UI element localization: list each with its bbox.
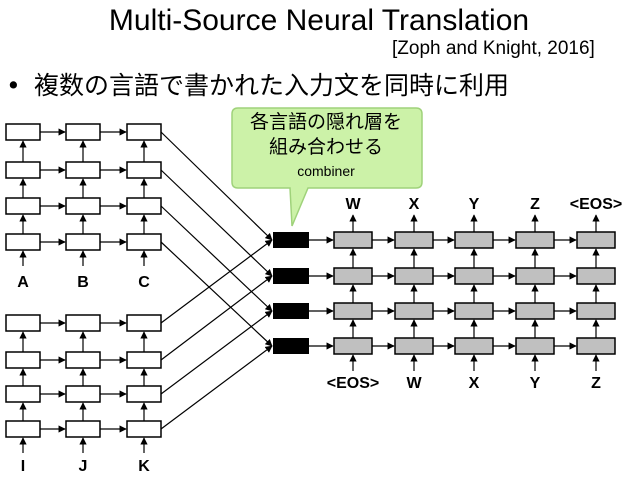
decoder-hidden-cell [576,337,616,355]
decoder-hidden-cell [454,231,494,249]
decoder-input-label: Y [530,375,541,392]
top-to-combiner-arrow [160,205,273,312]
decoder-hidden-cell [394,231,434,249]
decoder-output-label: Y [469,196,480,213]
encoder-top-hidden-cell [65,123,101,141]
encoder-top-input-label: C [138,274,150,291]
encoder-top-input-label: B [77,274,89,291]
encoder-bottom-hidden-cell [126,385,162,403]
callout-line-3: combiner [297,163,355,179]
decoder-hidden-cell [454,302,494,320]
slide-title: Multi-Source Neural Translation [108,4,530,37]
encoder-top-hidden-cell [65,161,101,179]
encoder-bottom-input-label: K [138,458,150,475]
top-to-combiner-arrow [160,169,273,277]
encoder-top-hidden-cell [5,123,41,141]
encoder-top-hidden-cell [126,123,162,141]
decoder-grid [309,214,616,371]
encoder-top: A B C [5,123,162,291]
encoder-bottom-hidden-cell [126,420,162,438]
encoder-bottom-hidden-cell [5,385,41,403]
decoder-output-label: W [345,196,361,213]
bottom-to-combiner-arrow [160,310,273,395]
encoder-bottom-input-label: I [21,458,25,475]
bottom-to-combiner-arrow [160,345,273,430]
decoder-hidden-cell [576,267,616,285]
encoder-to-combiner-connections [160,131,273,430]
bottom-to-combiner-arrow [160,239,273,324]
decoder-output-label: Z [530,196,540,213]
decoder-input-label: Z [591,375,601,392]
encoder-bottom: I J K [5,314,162,475]
encoder-bottom-hidden-cell [65,385,101,403]
decoder-hidden-cell [515,267,555,285]
encoder-bottom-hidden-cell [5,420,41,438]
decoder-input-label: X [469,375,480,392]
decoder-input-label: <EOS> [327,375,379,392]
combiner-cell [273,268,309,284]
decoder-hidden-cell [394,267,434,285]
decoder-hidden-cell [454,267,494,285]
decoder-hidden-cell [576,231,616,249]
decoder-output-label: <EOS> [570,196,622,213]
encoder-bottom-hidden-cell [65,420,101,438]
encoder-top-hidden-cell [126,233,162,251]
decoder-hidden-cell [454,337,494,355]
callout-line-2: 組み合わせる [268,136,383,158]
decoder-hidden-cell [515,231,555,249]
callout-text: 各言語の隠れ層を 組み合わせる combiner [232,110,420,182]
encoder-bottom-hidden-cell [5,314,41,332]
bullet-point: • 複数の言語で書かれた入力文を同時に利用 [6,66,509,102]
encoder-bottom-hidden-cell [126,351,162,369]
combiner-cell [273,232,309,248]
bottom-to-combiner-arrow [160,275,273,361]
token-labels: W <EOS> X W Y X Z Y <EOS> Z [327,196,622,392]
top-to-combiner-arrow [160,131,273,241]
encoder-bottom-hidden-cell [126,314,162,332]
encoder-top-hidden-cell [5,197,41,215]
bullet-text: 複数の言語で書かれた入力文を同時に利用 [34,71,510,100]
citation: [Zoph and Knight, 2016] [392,38,595,59]
decoder-hidden-cell [333,337,373,355]
encoder-top-hidden-cell [65,233,101,251]
encoder-bottom-hidden-cell [5,351,41,369]
bullet-marker: • [6,71,21,100]
callout-bubble [231,107,423,227]
encoder-top-hidden-cell [5,233,41,251]
encoder-top-hidden-cell [126,161,162,179]
decoder-hidden-cell [333,231,373,249]
encoder-top-hidden-cell [126,197,162,215]
combiner-column [273,232,309,354]
decoder-input-label: W [406,375,422,392]
encoder-bottom-hidden-cell [65,351,101,369]
decoder-hidden-cell [515,337,555,355]
decoder-hidden-cell [394,337,434,355]
decoder-hidden-cell [333,302,373,320]
decoder-hidden-cell [576,302,616,320]
decoder-hidden-cell [515,302,555,320]
encoder-bottom-hidden-cell [65,314,101,332]
combiner-cell [273,338,309,354]
combiner-cell [273,303,309,319]
decoder-hidden-cell [394,302,434,320]
encoder-bottom-input-label: J [79,458,88,475]
top-to-combiner-arrow [160,241,273,347]
encoder-top-input-label: A [17,274,29,291]
encoder-top-hidden-cell [65,197,101,215]
decoder-output-label: X [409,196,420,213]
encoder-top-hidden-cell [5,161,41,179]
callout-line-1: 各言語の隠れ層を [249,111,402,133]
decoder-hidden-cell [333,267,373,285]
